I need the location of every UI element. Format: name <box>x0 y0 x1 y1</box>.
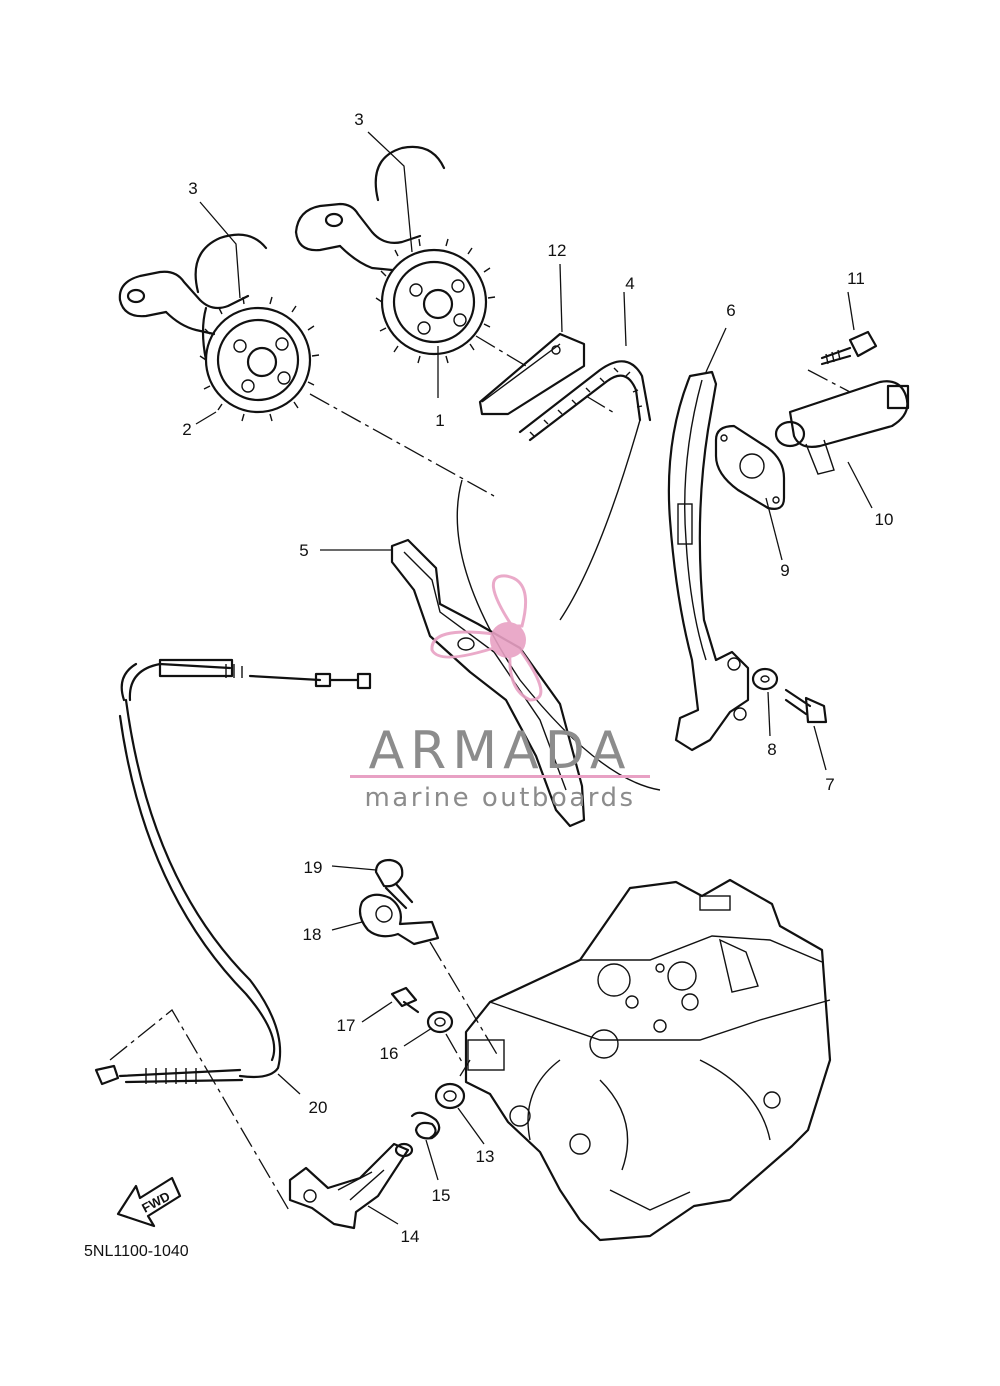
lever-shaft-14 <box>288 1142 414 1230</box>
callout-12: 12 <box>548 241 567 260</box>
washer-8 <box>751 667 779 691</box>
callout-14: 14 <box>401 1227 420 1246</box>
watermark-brand: ARMADA <box>369 721 632 781</box>
callout-11: 11 <box>847 269 865 288</box>
bolt-17 <box>390 986 420 1014</box>
callout-3-right: 3 <box>354 110 363 129</box>
clip-3-left <box>194 233 268 294</box>
washer-16 <box>426 1010 454 1034</box>
cylinder-head <box>464 878 832 1242</box>
callout-9: 9 <box>780 561 789 580</box>
callout-19: 19 <box>304 858 323 877</box>
callout-7: 7 <box>825 775 834 794</box>
callout-20: 20 <box>309 1098 328 1117</box>
bolt-19 <box>374 858 414 910</box>
callout-8: 8 <box>767 740 776 759</box>
watermark-tagline: marine outboards <box>364 783 635 813</box>
fwd-arrow: FWD <box>116 1176 182 1228</box>
watermark: ARMADA marine outboards <box>350 574 650 813</box>
bolt-7 <box>784 688 828 724</box>
gasket-9 <box>714 424 786 510</box>
bracket-18 <box>358 893 440 946</box>
callout-18: 18 <box>303 925 322 944</box>
clip-3-right <box>374 145 446 202</box>
callout-3-left: 3 <box>188 179 197 198</box>
callout-10: 10 <box>875 510 894 529</box>
callout-2: 2 <box>182 420 191 439</box>
timing-chain-4 <box>456 360 661 791</box>
cable-20 <box>94 658 372 1086</box>
callout-17: 17 <box>337 1016 356 1035</box>
callout-16: 16 <box>380 1044 399 1063</box>
callout-labels: 1 2 3 3 4 5 6 7 8 9 10 11 12 13 14 15 16… <box>182 110 893 1246</box>
bolt-11 <box>820 330 878 366</box>
callout-4: 4 <box>625 274 634 293</box>
diagram-code: 5NL1100-1040 <box>84 1243 189 1260</box>
callout-6: 6 <box>726 301 735 320</box>
tensioner-10 <box>774 380 910 475</box>
callout-15: 15 <box>432 1186 451 1205</box>
callout-1: 1 <box>435 411 444 430</box>
spring-15 <box>410 1111 441 1140</box>
callout-5: 5 <box>299 541 308 560</box>
camshaft-1 <box>294 202 496 364</box>
camshaft-2 <box>118 270 320 422</box>
seal-13 <box>434 1082 466 1110</box>
chain-guide-6 <box>667 370 750 752</box>
leader-lines <box>109 131 873 1225</box>
watermark-propeller-icon <box>430 574 543 702</box>
chain-guide-12 <box>478 332 586 416</box>
callout-13: 13 <box>476 1147 495 1166</box>
